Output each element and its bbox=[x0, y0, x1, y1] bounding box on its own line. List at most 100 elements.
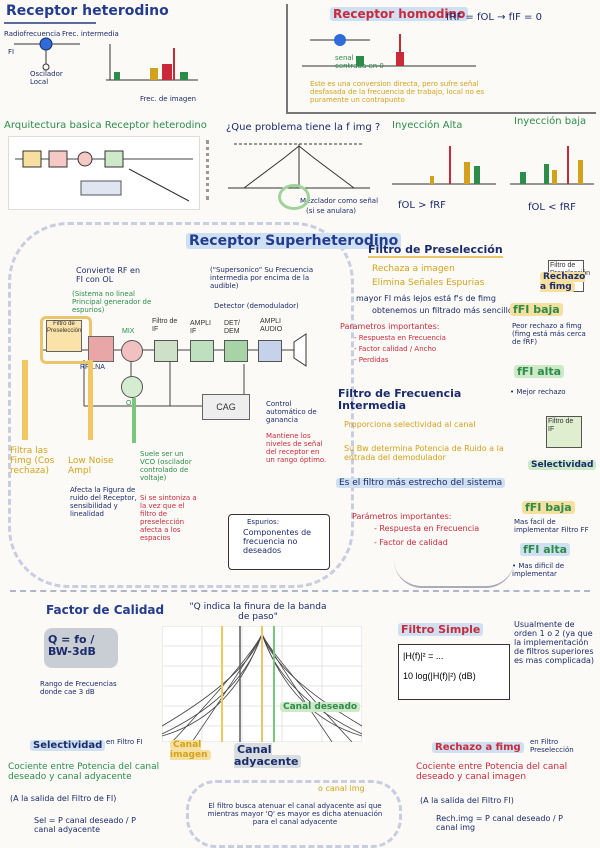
q-equation: Q = fo / BW-3dB bbox=[48, 633, 96, 658]
arq-title: Arquitectura basica Receptor heterodino bbox=[4, 120, 207, 131]
fi-alta-tag: fFI alta bbox=[514, 365, 565, 378]
if-icon-label: Filtro de IF bbox=[548, 418, 574, 433]
superhet-cloud bbox=[8, 222, 354, 588]
low-noise-label: Low Noise Ampl bbox=[68, 456, 114, 476]
convierte-label: Convierte RF en FI con OL bbox=[76, 266, 141, 284]
ol-block bbox=[121, 376, 143, 398]
fi-bullet-2: Su Bw determina Potencia de Ruido a la e… bbox=[344, 444, 504, 462]
mayor-fi-note: mayor FI más lejos está f's de fimg bbox=[356, 294, 496, 303]
inyeccion-baja-title: Inyección baja bbox=[514, 116, 587, 127]
superhet-block-diagram: Filtro de Preselección RF LNA MIX Filtro… bbox=[34, 316, 314, 426]
mezclador-note-text: Mezclador como señal bbox=[300, 197, 379, 205]
pi-2: - Factor de calidad bbox=[374, 538, 448, 547]
canal-deseado-tag: Canal deseado bbox=[280, 702, 361, 712]
homodino-equation: fRF = fOL → fIF = 0 bbox=[446, 12, 542, 23]
superhet-title: Receptor Superheterodino bbox=[186, 233, 402, 249]
ampli-if-label: AMPLI IF bbox=[190, 320, 212, 335]
cloud-annotation: o canal img bbox=[318, 784, 365, 793]
espurios-desc: Componentes de frecuencia no deseados bbox=[243, 528, 312, 555]
obtenemos-note: obtenemos un filtrado más sencillo bbox=[372, 306, 513, 315]
se-sintoniza-label: Si se sintoniza a la vez que el filtro d… bbox=[140, 494, 197, 542]
ampli-audio-block bbox=[258, 340, 282, 362]
ampli-audio-label: AMPLI AUDIO bbox=[260, 318, 283, 333]
fi-alta-text: fFI alta bbox=[514, 365, 565, 378]
rech-sub: en Filtro Preselección bbox=[530, 738, 574, 754]
param-2: - Factor calidad / Ancho bbox=[354, 345, 437, 353]
ampli-if-block bbox=[190, 340, 214, 362]
fi-label: FI bbox=[8, 48, 15, 56]
bottom-cloud bbox=[186, 780, 402, 848]
homodino-description: Este es una conversion directa, pero suf… bbox=[310, 80, 485, 104]
rango-label: Rango de Frecuencias donde cae 3 dB bbox=[40, 680, 117, 696]
fi-baja-tag: fFI baja bbox=[510, 303, 563, 316]
cag-block: CAG bbox=[202, 394, 250, 420]
radiofrecuencia-label: Radiofrecuencia bbox=[4, 30, 61, 38]
heterodino-mixer-sketch bbox=[14, 37, 80, 71]
espurios-box: Espurios: Componentes de frecuencia no d… bbox=[228, 514, 330, 570]
fi-bullet-3: Es el filtro más estrecho del sistema bbox=[336, 478, 506, 488]
fi-alta2-text: fFI alta bbox=[520, 543, 571, 556]
dots-separator bbox=[206, 140, 212, 200]
rech-note: (A la salida del Filtro FI) bbox=[420, 796, 514, 805]
fi-baja2-text: fFI baja bbox=[522, 501, 575, 514]
param-1: - Respuesta en Frecuencia bbox=[354, 334, 446, 342]
fi-bullet-1: Proporciona selectividad al canal bbox=[344, 420, 476, 429]
divider bbox=[286, 4, 288, 114]
canal-deseado-text: Canal deseado bbox=[280, 702, 361, 712]
q-equation-box bbox=[44, 628, 118, 668]
superhet-title-text: Receptor Superheterodino bbox=[186, 233, 402, 249]
curve-separator bbox=[394, 560, 514, 588]
fol-gt-frf: fOL > fRF bbox=[398, 200, 446, 211]
fi-baja2-desc: Mas facil de implementar Filtro FF bbox=[514, 518, 589, 534]
sel-title-text: Selectividad bbox=[30, 740, 106, 751]
canal-imagen-text: Canal imagen bbox=[170, 740, 211, 760]
homodino-note-line1: senal bbox=[335, 54, 354, 62]
control-label: Control automático de ganancia bbox=[266, 400, 317, 424]
circle-annotation bbox=[278, 184, 310, 210]
fi-baja2-tag: fFI baja bbox=[522, 501, 575, 514]
mix-label: MIX bbox=[122, 328, 135, 335]
se-anula-note: (si se anulara) bbox=[306, 207, 357, 215]
homodino-spectrum bbox=[302, 34, 476, 67]
sel-title: Selectividad bbox=[30, 740, 106, 751]
h-equation-2: 10 log(|H(f)|²) (dB) bbox=[403, 671, 476, 681]
divider bbox=[4, 22, 96, 24]
homodino-note: senal centrada en 0 bbox=[335, 54, 384, 70]
homodino-note-line2: centrada en 0 bbox=[335, 62, 384, 70]
filtro-if-block bbox=[154, 340, 178, 362]
arq-diagram bbox=[8, 136, 200, 210]
oscilador-local-label: Oscilador Local bbox=[30, 70, 63, 86]
heterodino-spectrum bbox=[106, 44, 198, 81]
rechazo-fimg-text: Rechazo a fimg bbox=[540, 272, 586, 292]
canal-adyacente-tag: Canal adyacente bbox=[234, 743, 304, 768]
fi-alta2-tag: fFI alta bbox=[520, 543, 571, 556]
espurios-title: Espurios: bbox=[247, 518, 280, 526]
fol-lt-frf: fOL < fRF bbox=[528, 202, 576, 213]
det-dem-label: DET/ DEM bbox=[224, 320, 240, 335]
filtro-pre-highlight bbox=[40, 316, 92, 364]
detector-label: Detector (demodulador) bbox=[214, 302, 299, 310]
suele-ser-label: Suele ser un VCO (oscilador controlado d… bbox=[140, 450, 192, 482]
filtro-preseleccion-block: Filtro de Preselección bbox=[46, 320, 82, 352]
problema-title: ¿Que problema tiene la f img ? bbox=[226, 122, 381, 133]
det-dem-block bbox=[224, 340, 248, 362]
arq-block-sketch bbox=[15, 150, 193, 202]
presel-bullet-1: Rechaza a imagen bbox=[372, 264, 455, 274]
presel-bullet-2: Elimina Señales Espurias bbox=[372, 278, 485, 288]
rech-title: Rechazo a fimg bbox=[432, 742, 524, 753]
mix-block bbox=[121, 340, 143, 362]
q-curves-plot bbox=[162, 626, 362, 742]
fi-filter-title: Filtro de Frecuencia Intermedia bbox=[338, 387, 462, 412]
canal-adyacente-text: Canal adyacente bbox=[234, 743, 302, 768]
factor-title: Factor de Calidad bbox=[46, 603, 165, 617]
h-equation-box: |H(f)|² = ... 10 log(|H(f)|²) (dB) bbox=[398, 644, 510, 700]
param-imp-title: Parámetros importantes: bbox=[352, 512, 452, 521]
sistema-label: (Sistema no lineal Principal generador d… bbox=[72, 290, 152, 314]
yellow-highlight bbox=[88, 360, 93, 440]
inyeccion-alta-spectrum bbox=[392, 146, 496, 185]
frec-imagen-label: Frec. de imagen bbox=[140, 95, 197, 103]
frec-intermedia-label: Frec. intermedia bbox=[62, 30, 119, 38]
afecta-label: Afecta la Figura de ruido del Receptor, … bbox=[70, 486, 137, 518]
rf-lna-block bbox=[88, 336, 114, 362]
yellow-highlight bbox=[22, 360, 28, 440]
